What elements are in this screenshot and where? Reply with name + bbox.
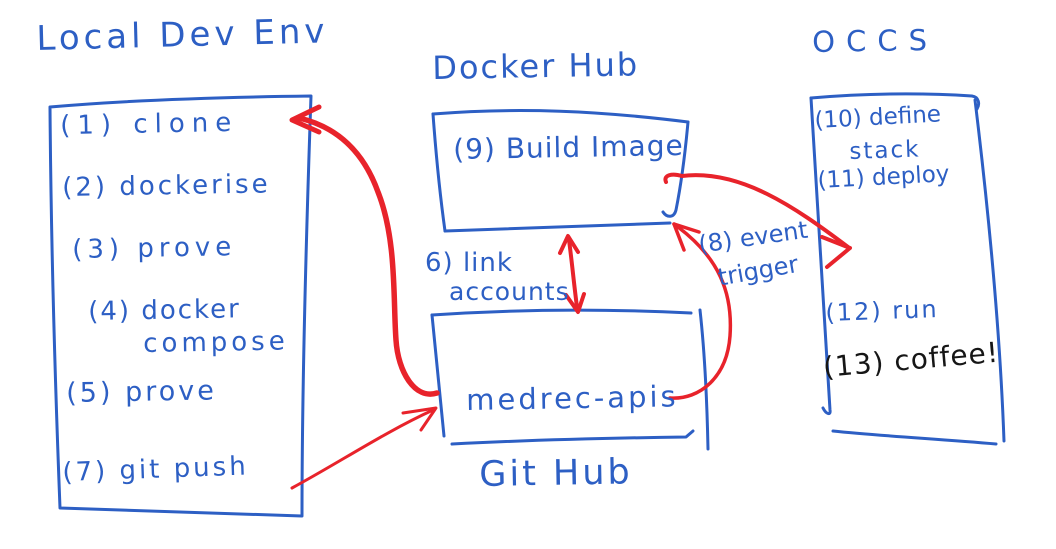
local-step-prove: (3) prove [71,232,237,265]
build-image-box [431,109,690,233]
occs-title: OCCS [811,22,939,59]
local-dev-title: Local Dev Env [35,11,329,59]
build-image-label: (9) Build Image [452,128,684,166]
local-step-git-push: (7) git push [61,451,250,488]
local-step-clone: (1) clone [59,107,239,141]
arrow-build-image-to-occs [663,172,852,269]
github-repo-label: medrec-apis [465,379,679,417]
occs-step-run: (12) run [824,295,940,327]
local-step-prove-2: (5) prove [65,375,218,409]
link-accounts-label-line1: 6) link [425,248,513,278]
local-dev-box [48,94,313,518]
local-step-docker-compose-line2: compose [142,326,289,359]
local-step-dockerise: (2) dockerise [61,169,271,203]
arrow-link-accounts-bidirectional [558,234,586,314]
link-accounts-label-line2: accounts [449,277,570,306]
local-step-docker-compose-line1: (4) docker [87,294,242,327]
github-repo-box [430,308,710,451]
github-title: Git Hub [478,452,634,495]
arrow-github-to-localdev [289,104,440,397]
occs-step-define-stack-line2: stack [848,136,921,165]
occs-box [809,92,1006,446]
arrow-event-trigger-github-to-dockerhub [668,222,733,400]
docker-hub-title: Docker Hub [431,45,640,87]
arrow-git-push-to-github [290,406,438,490]
